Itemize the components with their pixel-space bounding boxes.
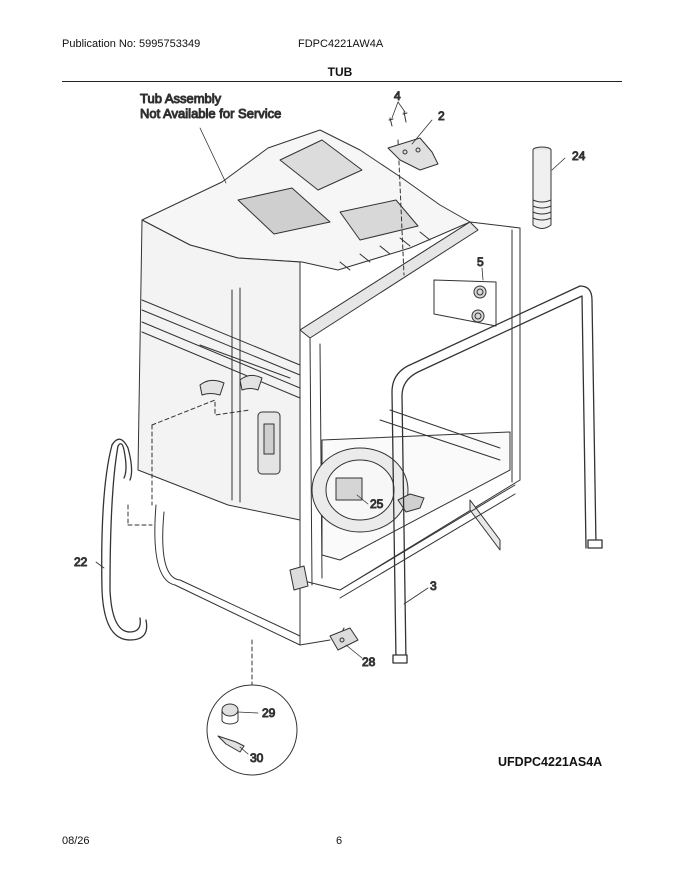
tub-front-frame (299, 221, 521, 591)
callout-4: 4 (394, 89, 401, 103)
callout-25: 25 (370, 497, 384, 511)
footer-date: 08/26 (62, 835, 90, 847)
tub-back-panel (141, 129, 471, 271)
tub-base-frame (154, 484, 516, 646)
callout-30: 30 (250, 751, 264, 765)
callout-29: 29 (262, 706, 276, 720)
page-title: TUB (327, 65, 353, 79)
drawing-code: UFDPC4221AS4A (498, 755, 603, 769)
page-number: 6 (336, 835, 343, 847)
tub-assembly-note-line1: Tub Assembly (140, 91, 222, 106)
model-number: FDPC4221AW4A (298, 38, 384, 50)
door-gasket-part-3 (391, 285, 603, 664)
hose-part-22 (101, 438, 148, 641)
callout-28: 28 (362, 655, 376, 669)
callout-3: 3 (430, 579, 437, 593)
callout-24: 24 (572, 149, 586, 163)
leader-lines (95, 101, 566, 755)
publication-number: Publication No: 5995753349 (62, 38, 201, 50)
bracket-part-2 (387, 137, 439, 171)
callout-2: 2 (438, 109, 445, 123)
detail-circle-29-30 (206, 684, 298, 776)
header-rule (62, 81, 622, 82)
callout-5: 5 (477, 255, 484, 269)
latch-part-28 (329, 627, 359, 651)
tub-assembly-note-line2: Not Available for Service (140, 106, 281, 121)
callout-22: 22 (74, 555, 88, 569)
vent-tube-part-24 (532, 146, 552, 229)
plugs-part-5 (433, 279, 497, 327)
screws-part-4 (388, 111, 408, 127)
tub-left-wall (137, 219, 301, 521)
